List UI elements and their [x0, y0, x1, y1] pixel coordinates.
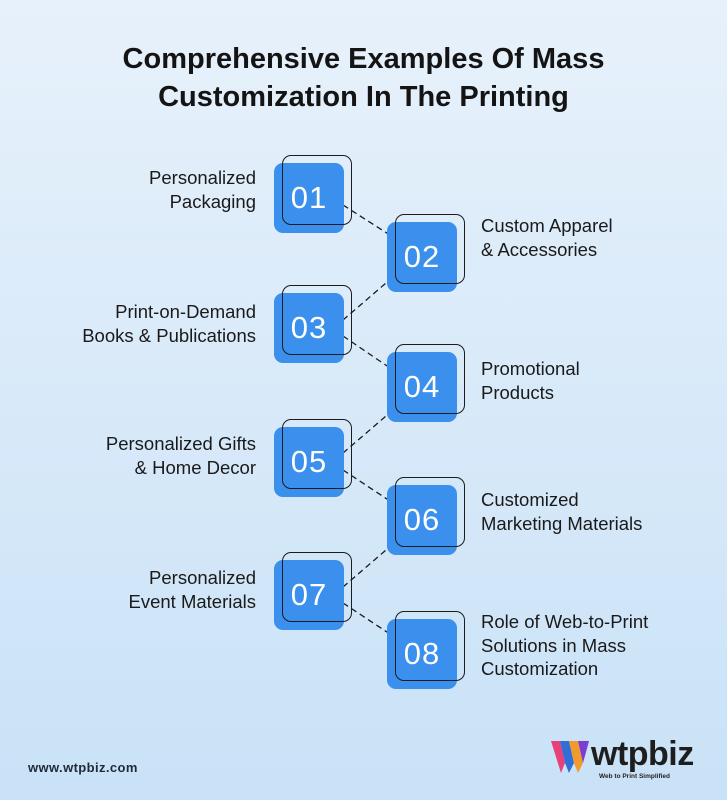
step-outline	[395, 477, 465, 547]
step-07: 07	[274, 552, 352, 630]
label-line: Personalized	[149, 567, 256, 588]
step-label-01: Personalized Packaging	[26, 166, 256, 213]
label-line: Custom Apparel	[481, 215, 613, 236]
step-number: 03	[290, 310, 328, 345]
website-url[interactable]: www.wtpbiz.com	[28, 760, 138, 775]
step-label-03: Print-on-Demand Books & Publications	[26, 300, 256, 347]
label-line: Products	[481, 381, 555, 403]
step-outline	[282, 285, 352, 355]
label-line: Personalized Gifts	[105, 433, 256, 454]
label-line: Solutions in Mass	[481, 634, 626, 656]
label-line: Packaging	[169, 190, 256, 212]
step-outline	[282, 155, 352, 225]
label-line: Promotional	[481, 358, 580, 379]
logo-tagline: Web to Print Simplified	[599, 773, 671, 780]
step-number: 02	[403, 239, 441, 274]
step-08: 08	[387, 611, 465, 689]
step-label-04: Promotional Products	[481, 357, 721, 404]
label-line: Customization	[481, 658, 599, 679]
title-line-1: Comprehensive Examples Of Mass	[122, 43, 605, 75]
step-03: 03	[274, 285, 352, 363]
wtpbiz-logo: wtpbiz Web to Print Simplified	[549, 735, 709, 783]
label-line: Print-on-Demand	[115, 301, 256, 322]
step-number: 04	[403, 369, 441, 404]
step-02: 02	[387, 214, 465, 292]
label-line: & Home Decor	[134, 456, 256, 478]
step-number: 01	[290, 180, 328, 215]
title-line-2: Customization In The Printing	[158, 81, 569, 113]
label-line: Personalized	[149, 167, 256, 188]
label-line: Event Materials	[128, 590, 257, 612]
step-number: 08	[403, 636, 441, 671]
label-line: & Accessories	[481, 238, 598, 260]
step-label-07: Personalized Event Materials	[26, 566, 257, 613]
step-outline	[395, 344, 465, 414]
step-label-08: Role of Web-to-Print Solutions in Mass C…	[481, 610, 721, 681]
step-06: 06	[387, 477, 465, 555]
step-01: 01	[274, 155, 352, 233]
step-number: 05	[290, 444, 328, 479]
step-label-06: Customized Marketing Materials	[481, 488, 721, 535]
logo-mark-icon	[551, 741, 589, 773]
step-number: 07	[290, 577, 328, 612]
label-line: Books & Publications	[82, 324, 256, 346]
step-outline	[282, 552, 352, 622]
step-outline	[395, 214, 465, 284]
step-number: 06	[403, 502, 441, 537]
step-outline	[395, 611, 465, 681]
label-line: Role of Web-to-Print	[481, 611, 649, 632]
page-title: Comprehensive Examples Of Mass Customiza…	[0, 40, 727, 116]
label-line: Customized	[481, 489, 579, 510]
step-05: 05	[274, 419, 352, 497]
step-label-02: Custom Apparel & Accessories	[481, 214, 721, 261]
step-outline	[282, 419, 352, 489]
label-line: Marketing Materials	[481, 512, 643, 534]
step-04: 04	[387, 344, 465, 422]
step-label-05: Personalized Gifts & Home Decor	[26, 432, 256, 479]
logo-wordmark: wtpbiz	[591, 735, 694, 773]
